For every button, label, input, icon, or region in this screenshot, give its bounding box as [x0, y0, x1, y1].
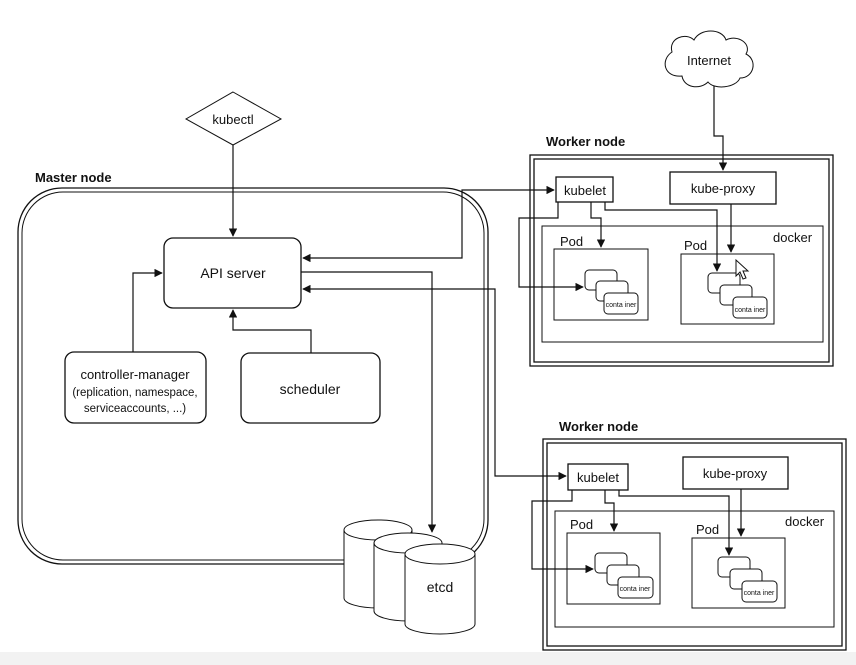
kube-proxy-2: [682, 456, 789, 490]
container-2-1-c: [617, 576, 654, 599]
controller-manager: controller-manager (replication, namespa…: [64, 351, 207, 424]
kubectl-label: kubectl: [212, 112, 253, 127]
kubectl-node: kubectl: [184, 91, 283, 146]
controller-manager-detail-2: serviceaccounts, ...): [84, 403, 186, 415]
kube-proxy-1-label: kube-proxy: [691, 181, 756, 196]
kubelet-2: [567, 463, 629, 491]
scheduler-label: scheduler: [280, 381, 341, 397]
container-1-2-label: conta iner: [735, 307, 766, 314]
container-2-2-c: [741, 580, 778, 603]
scheduler: scheduler: [240, 352, 381, 424]
etcd-database: etcd: [343, 519, 476, 635]
worker-node-2: kubelet kube-proxy docker Pod conta iner…: [542, 438, 847, 651]
worker-node-1: kubelet kube-proxy docker Pod conta iner…: [529, 154, 834, 367]
internet-cloud: Internet: [664, 30, 754, 88]
kubelet-1-label: kubelet: [564, 183, 606, 198]
internet-label: Internet: [687, 53, 731, 68]
mouse-cursor-icon: [735, 258, 750, 280]
worker-node-2-title: Worker node: [559, 419, 638, 434]
container-2-1-label: conta iner: [620, 586, 651, 593]
kubelet-2-label: kubelet: [577, 470, 619, 485]
worker-node-1-title: Worker node: [546, 134, 625, 149]
bottom-strip: [0, 652, 856, 665]
docker-2-label: docker: [785, 514, 825, 529]
pod-1-1-label: Pod: [560, 234, 583, 249]
pod-1-2-label: Pod: [684, 238, 707, 253]
pod-2-2-label: Pod: [696, 522, 719, 537]
kubelet-1: [555, 176, 614, 203]
container-1-1-c: [603, 292, 639, 315]
etcd-label: etcd: [427, 579, 453, 595]
api-server-label: API server: [200, 265, 266, 281]
controller-manager-label: controller-manager: [80, 367, 190, 382]
container-1-2-c: [732, 296, 768, 319]
kube-proxy-1: [669, 171, 777, 205]
container-1-1-label: conta iner: [606, 302, 637, 309]
docker-1-label: docker: [773, 230, 813, 245]
api-server: API server: [163, 237, 302, 309]
container-2-2-label: conta iner: [744, 590, 775, 597]
connectors: [132, 86, 746, 574]
master-node-title: Master node: [35, 170, 112, 185]
pod-2-1-label: Pod: [570, 517, 593, 532]
controller-manager-detail-1: (replication, namespace,: [72, 387, 197, 399]
kube-proxy-2-label: kube-proxy: [703, 466, 768, 481]
